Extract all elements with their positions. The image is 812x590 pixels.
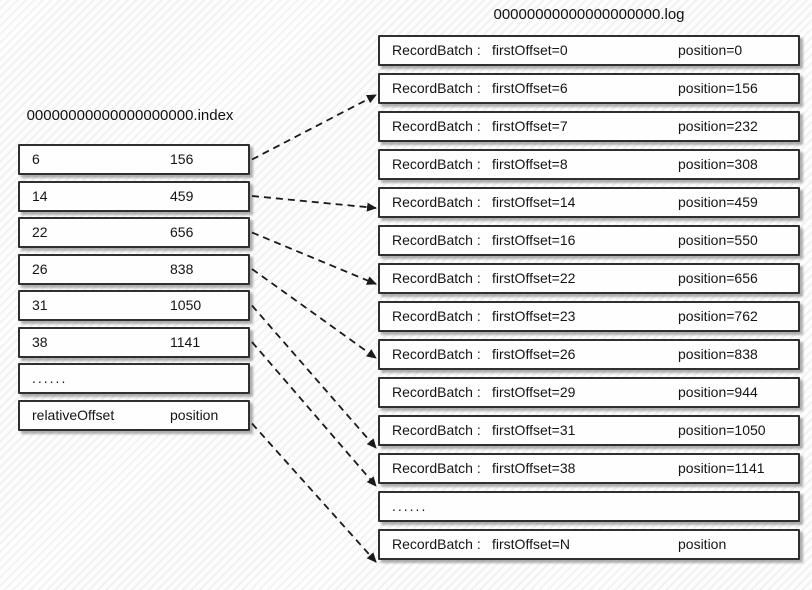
index-position-cell: 1050 xyxy=(170,297,202,313)
index-offset-cell: 14 xyxy=(32,188,48,204)
log-batch-label: RecordBatch : xyxy=(392,536,481,552)
log-batch-label: RecordBatch : xyxy=(392,80,481,96)
log-batch-label: RecordBatch : xyxy=(392,42,481,58)
log-position-cell: position=232 xyxy=(678,118,758,134)
log-file-title: 00000000000000000000.log xyxy=(493,6,685,23)
log-offset-cell: firstOffset=N xyxy=(492,536,570,552)
log-batch-label: RecordBatch : xyxy=(392,118,481,134)
log-position-cell: position=1141 xyxy=(678,460,765,476)
log-offset-cell: firstOffset=31 xyxy=(492,422,576,438)
log-row: RecordBatch : firstOffset=38 position=1141 xyxy=(378,453,800,484)
log-row: RecordBatch : firstOffset=23 position=762 xyxy=(378,301,800,332)
log-offset-cell: firstOffset=14 xyxy=(492,194,576,210)
log-row: RecordBatch : firstOffset=8 position=308 xyxy=(378,149,800,180)
log-row: RecordBatch : firstOffset=16 position=550 xyxy=(378,225,800,256)
index-row: ...... xyxy=(18,363,250,394)
mapping-arrow xyxy=(251,304,377,449)
index-offset-cell: 31 xyxy=(32,297,48,313)
log-offset-cell: firstOffset=6 xyxy=(492,80,568,96)
log-position-cell: position=308 xyxy=(678,156,758,172)
log-batch-label: RecordBatch : xyxy=(392,270,481,286)
index-offset-cell: relativeOffset xyxy=(32,407,115,423)
index-position-cell: 459 xyxy=(170,188,194,204)
index-position-cell: 1141 xyxy=(170,334,201,350)
index-position-cell: 656 xyxy=(170,224,194,240)
index-file-title: 00000000000000000000.index xyxy=(26,107,234,124)
index-row: 26 838 xyxy=(18,254,250,285)
log-row: RecordBatch : firstOffset=N position xyxy=(378,529,800,560)
mapping-arrow xyxy=(251,195,377,212)
index-row: 6 156 xyxy=(18,144,250,175)
log-row: RecordBatch : firstOffset=22 position=656 xyxy=(378,263,800,294)
index-position-cell: position xyxy=(170,407,219,423)
log-batch-label: RecordBatch : xyxy=(392,384,481,400)
log-row: RecordBatch : firstOffset=7 position=232 xyxy=(378,111,800,142)
log-position-cell: position xyxy=(678,536,727,552)
log-batch-label: ...... xyxy=(392,498,428,514)
mapping-arrow xyxy=(251,341,377,487)
log-offset-cell: firstOffset=29 xyxy=(492,384,576,400)
log-position-cell: position=944 xyxy=(678,384,758,400)
log-position-cell: position=1050 xyxy=(678,422,766,438)
index-row: 38 1141 xyxy=(18,327,250,358)
log-batch-label: RecordBatch : xyxy=(392,194,481,210)
log-position-cell: position=762 xyxy=(678,308,758,324)
log-position-cell: position=0 xyxy=(678,42,743,58)
log-offset-cell: firstOffset=0 xyxy=(492,42,568,58)
log-offset-cell: firstOffset=38 xyxy=(492,460,576,476)
log-batch-label: RecordBatch : xyxy=(392,422,481,438)
index-row: 31 1050 xyxy=(18,290,250,321)
index-row: 14 459 xyxy=(18,181,250,212)
log-row: RecordBatch : firstOffset=29 position=944 xyxy=(378,377,800,408)
index-position-cell: 156 xyxy=(170,151,194,167)
index-offset-cell: ...... xyxy=(32,370,68,386)
log-position-cell: position=459 xyxy=(678,194,758,210)
log-row: RecordBatch : firstOffset=31 position=1050 xyxy=(378,415,800,446)
log-position-cell: position=550 xyxy=(678,232,758,248)
mapping-arrow xyxy=(251,231,377,285)
index-row: relativeOffset position xyxy=(18,400,250,431)
log-row: RecordBatch : firstOffset=14 position=459 xyxy=(378,187,800,218)
log-offset-cell: firstOffset=26 xyxy=(492,346,576,362)
log-offset-cell: firstOffset=7 xyxy=(492,118,568,134)
index-position-cell: 838 xyxy=(170,261,194,277)
log-offset-cell: firstOffset=8 xyxy=(492,156,568,172)
log-row: ...... xyxy=(378,491,800,522)
index-row: 22 656 xyxy=(18,217,250,248)
log-offset-cell: firstOffset=23 xyxy=(492,308,576,324)
log-row: RecordBatch : firstOffset=6 position=156 xyxy=(378,73,800,104)
log-offset-cell: firstOffset=22 xyxy=(492,270,576,286)
mapping-arrow xyxy=(251,94,377,161)
log-position-cell: position=156 xyxy=(678,80,758,96)
index-offset-cell: 38 xyxy=(32,334,48,350)
log-offset-cell: firstOffset=16 xyxy=(492,232,576,248)
log-row: RecordBatch : firstOffset=0 position=0 xyxy=(378,35,800,66)
mapping-arrow xyxy=(251,422,377,563)
log-batch-label: RecordBatch : xyxy=(392,346,481,362)
log-batch-label: RecordBatch : xyxy=(392,460,481,476)
log-row: RecordBatch : firstOffset=26 position=838 xyxy=(378,339,800,370)
index-offset-cell: 6 xyxy=(32,151,40,167)
log-batch-label: RecordBatch : xyxy=(392,308,481,324)
index-offset-cell: 26 xyxy=(32,261,48,277)
log-position-cell: position=838 xyxy=(678,346,758,362)
log-batch-label: RecordBatch : xyxy=(392,156,481,172)
log-batch-label: RecordBatch : xyxy=(392,232,481,248)
mapping-arrow xyxy=(251,268,377,359)
log-position-cell: position=656 xyxy=(678,270,758,286)
index-offset-cell: 22 xyxy=(32,224,48,240)
